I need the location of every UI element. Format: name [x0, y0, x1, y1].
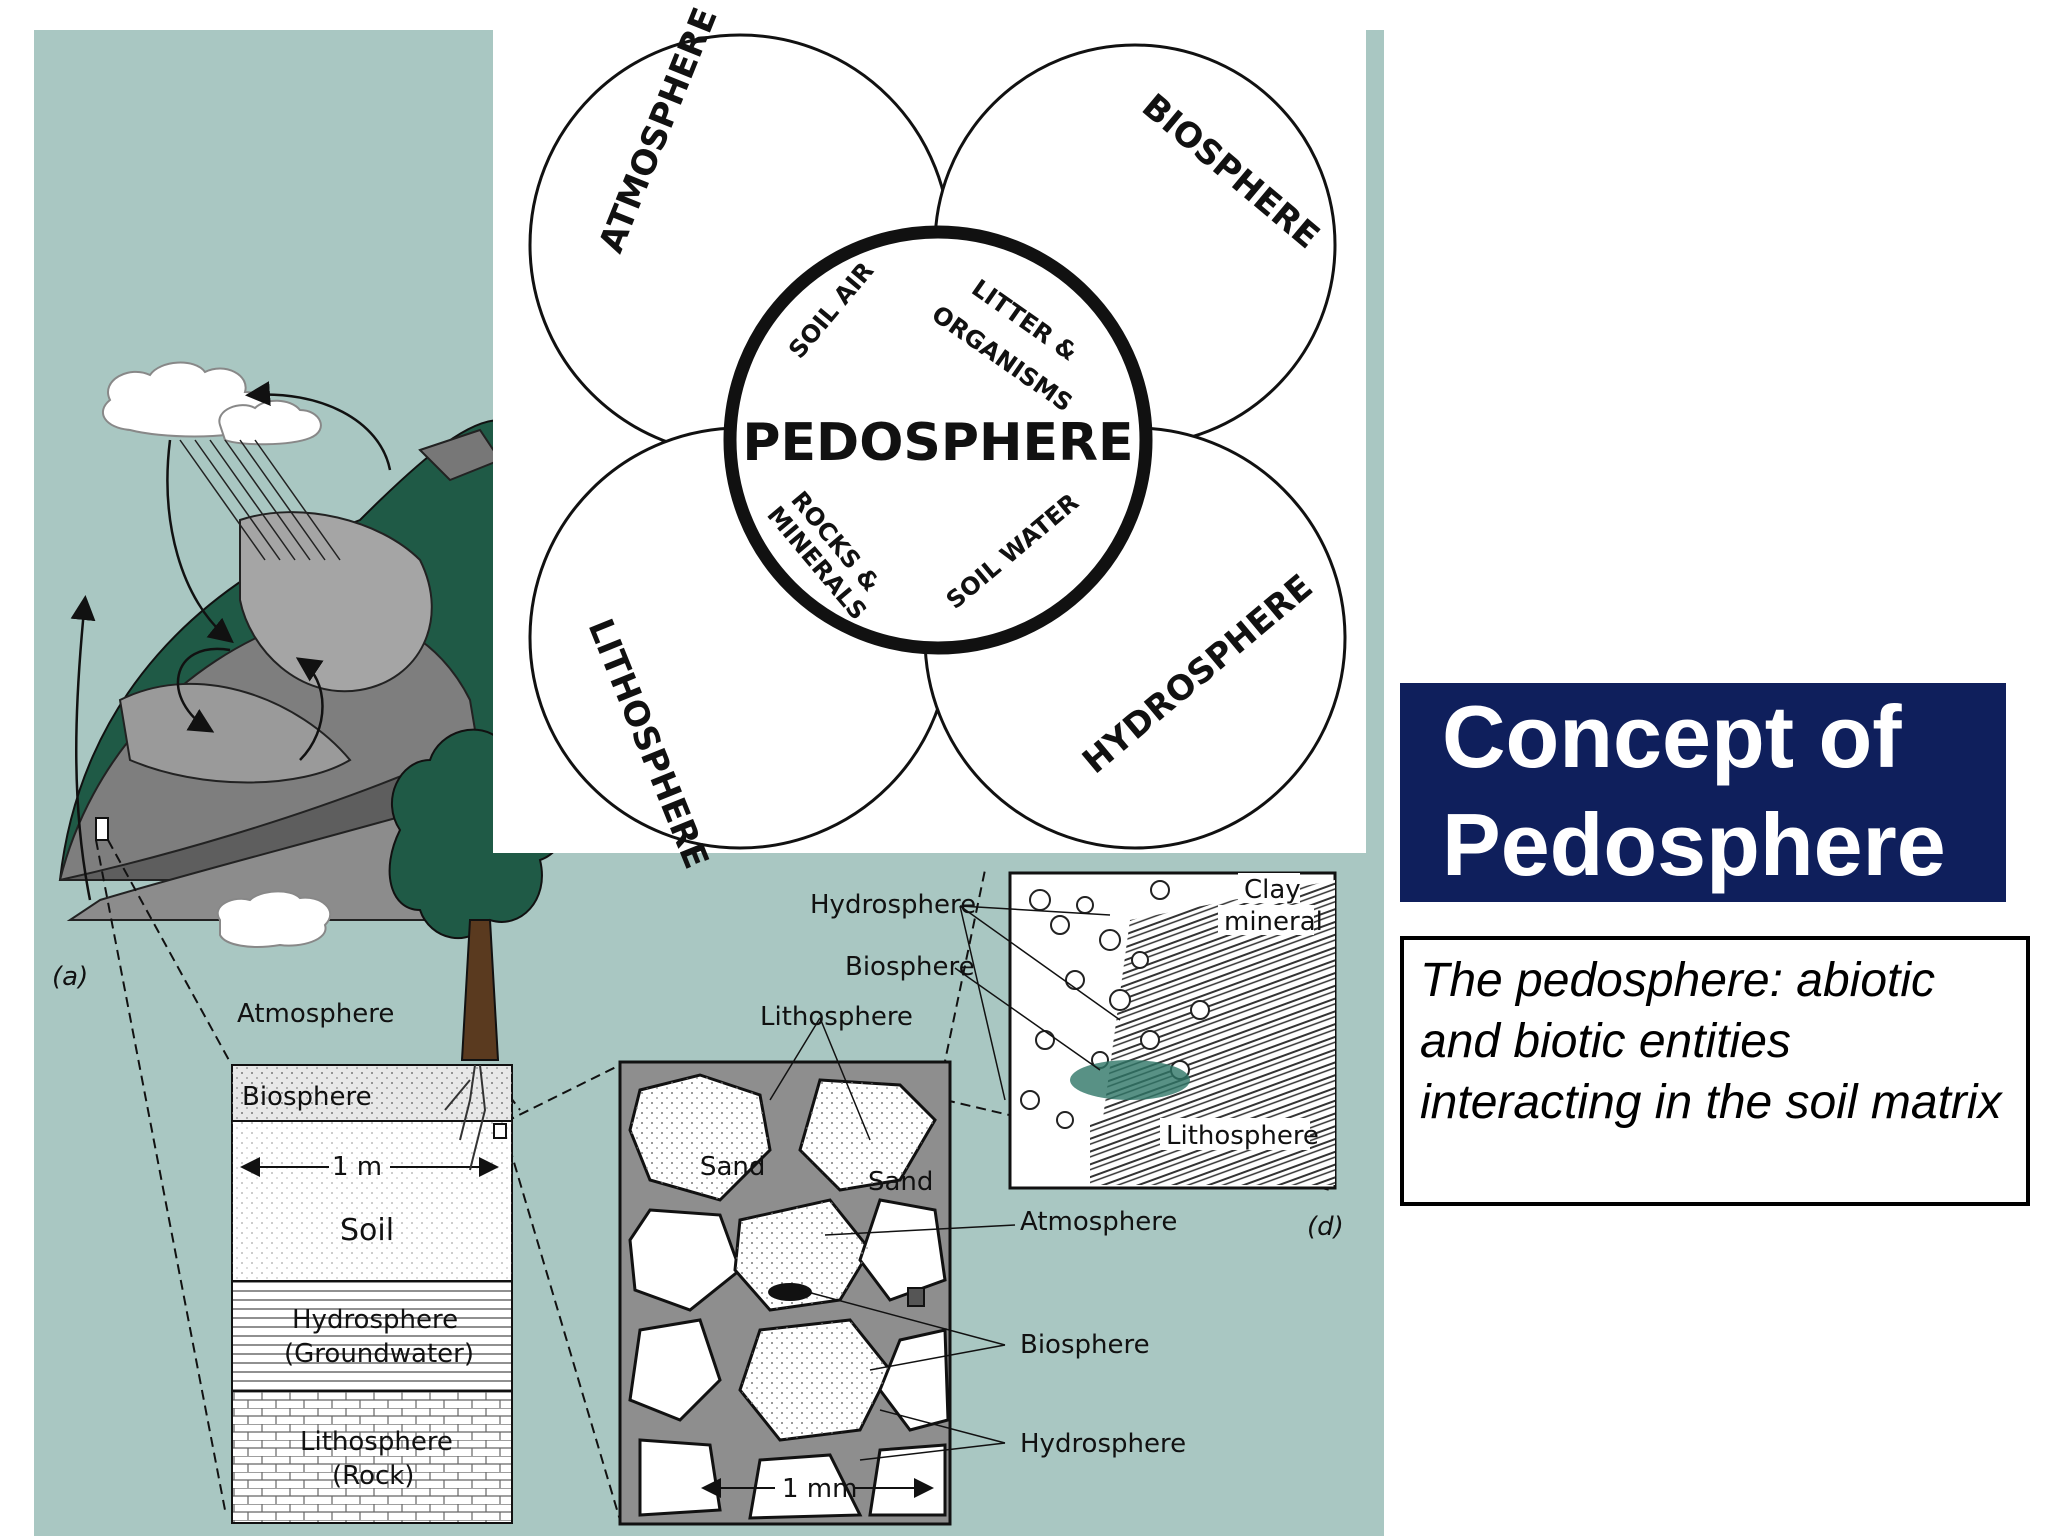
column-lithosphere-label: Lithosphere [300, 1427, 453, 1457]
slide-description: The pedosphere: abiotic and biotic entit… [1420, 954, 2002, 1129]
slide-title: Concept of Pedosphere [1442, 687, 1946, 894]
landscape-drawing [58, 361, 1331, 1521]
column-groundwater-label: (Groundwater) [284, 1339, 474, 1369]
soil-column [231, 1064, 513, 1524]
pedosphere-diagram: ATMOSPHERE BIOSPHERE LITHOSPHERE HYDROSP… [493, 2, 1366, 874]
pore-view [618, 1060, 952, 1526]
micro-mineral-label: mineral [1224, 907, 1323, 937]
pedosphere-center-label: PEDOSPHERE [742, 413, 1133, 473]
column-biosphere-label: Biosphere [242, 1082, 372, 1112]
title-box [1400, 683, 2006, 902]
pore-sand-left-label: Sand [700, 1152, 765, 1182]
pore-hydrosphere-bottom-label: Hydrosphere [1020, 1429, 1186, 1459]
column-rock-label: (Rock) [332, 1461, 414, 1491]
figure-labels: (a) Atmosphere Biosphere 1 m Soil Hydros… [52, 873, 1344, 1504]
column-soil-label: Soil [340, 1213, 394, 1248]
pore-biosphere-bottom-label: Biosphere [1020, 1330, 1150, 1360]
pore-scale-label: 1 mm [782, 1474, 857, 1504]
column-scale-label: 1 m [332, 1152, 382, 1182]
panel-a-label: (a) [52, 962, 88, 992]
pore-hydrosphere-top-label: Hydrosphere [810, 890, 976, 920]
panel-d-label: (d) [1307, 1212, 1344, 1242]
pore-lithosphere-label: Lithosphere [760, 1002, 913, 1032]
pore-sand-right-label: Sand [868, 1167, 933, 1197]
pore-atmosphere-label: Atmosphere [1020, 1207, 1177, 1237]
description-box [1400, 936, 2030, 1206]
column-hydrosphere-label: Hydrosphere [292, 1305, 458, 1335]
pore-biosphere-top-label: Biosphere [845, 952, 975, 982]
micro-lithosphere-label: Lithosphere [1166, 1121, 1319, 1151]
micro-clay-label: Clay [1244, 875, 1301, 905]
pedosphere-circle [723, 225, 1153, 655]
column-atmosphere-label: Atmosphere [237, 999, 394, 1029]
